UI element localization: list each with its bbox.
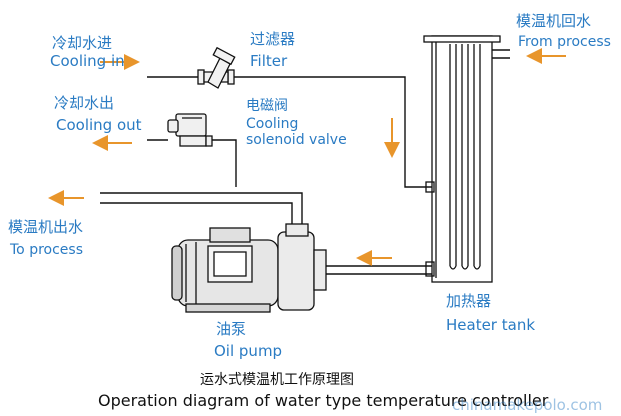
- oil-pump-icon: [171, 223, 327, 313]
- cooling-out-en-label: Cooling out: [56, 116, 142, 134]
- heater-to-pump-pipe: [326, 265, 432, 275]
- heater-cn-label: 加热器: [446, 292, 491, 310]
- caption-en: Operation diagram of water type temperat…: [98, 391, 549, 410]
- valve-cn-label: 电磁阀: [246, 98, 288, 114]
- caption-cn: 运水式模温机工作原理图: [200, 372, 354, 388]
- pump-en-label: Oil pump: [214, 342, 282, 360]
- to-process-cn-label: 模温机出水: [8, 218, 83, 236]
- from-process-cn-label: 模温机回水: [516, 12, 591, 30]
- filter-icon: [197, 46, 236, 89]
- labels: 冷却水进 Cooling in 过滤器 Filter 模温机回水 From pr…: [8, 12, 611, 360]
- watermark-text: chinamakepolo.com: [452, 396, 602, 414]
- pump-cn-label: 油泵: [216, 320, 246, 338]
- solenoid-valve-icon: [167, 113, 213, 147]
- filter-en-label: Filter: [250, 52, 288, 70]
- filter-cn-label: 过滤器: [250, 30, 295, 48]
- cooling-out-cn-label: 冷却水出: [54, 94, 114, 112]
- flow-arrows: [48, 48, 566, 266]
- to-process-pipe: [100, 192, 303, 228]
- heater-en-label: Heater tank: [446, 316, 535, 334]
- cooling-in-cn-label: 冷却水进: [52, 34, 112, 52]
- cooling-in-en-label: Cooling in: [50, 52, 125, 70]
- pipes: [100, 49, 510, 275]
- valve-en-label-line2: solenoid valve: [246, 132, 347, 148]
- to-process-en-label: To process: [9, 242, 83, 258]
- cooling-out-pipe: [147, 139, 237, 187]
- from-process-en-label: From process: [518, 34, 611, 50]
- heater-tank-icon: [423, 35, 501, 283]
- from-process-pipe: [490, 49, 510, 59]
- valve-en-label-line1: Cooling: [246, 116, 298, 132]
- cooling-in-pipe: [147, 76, 432, 188]
